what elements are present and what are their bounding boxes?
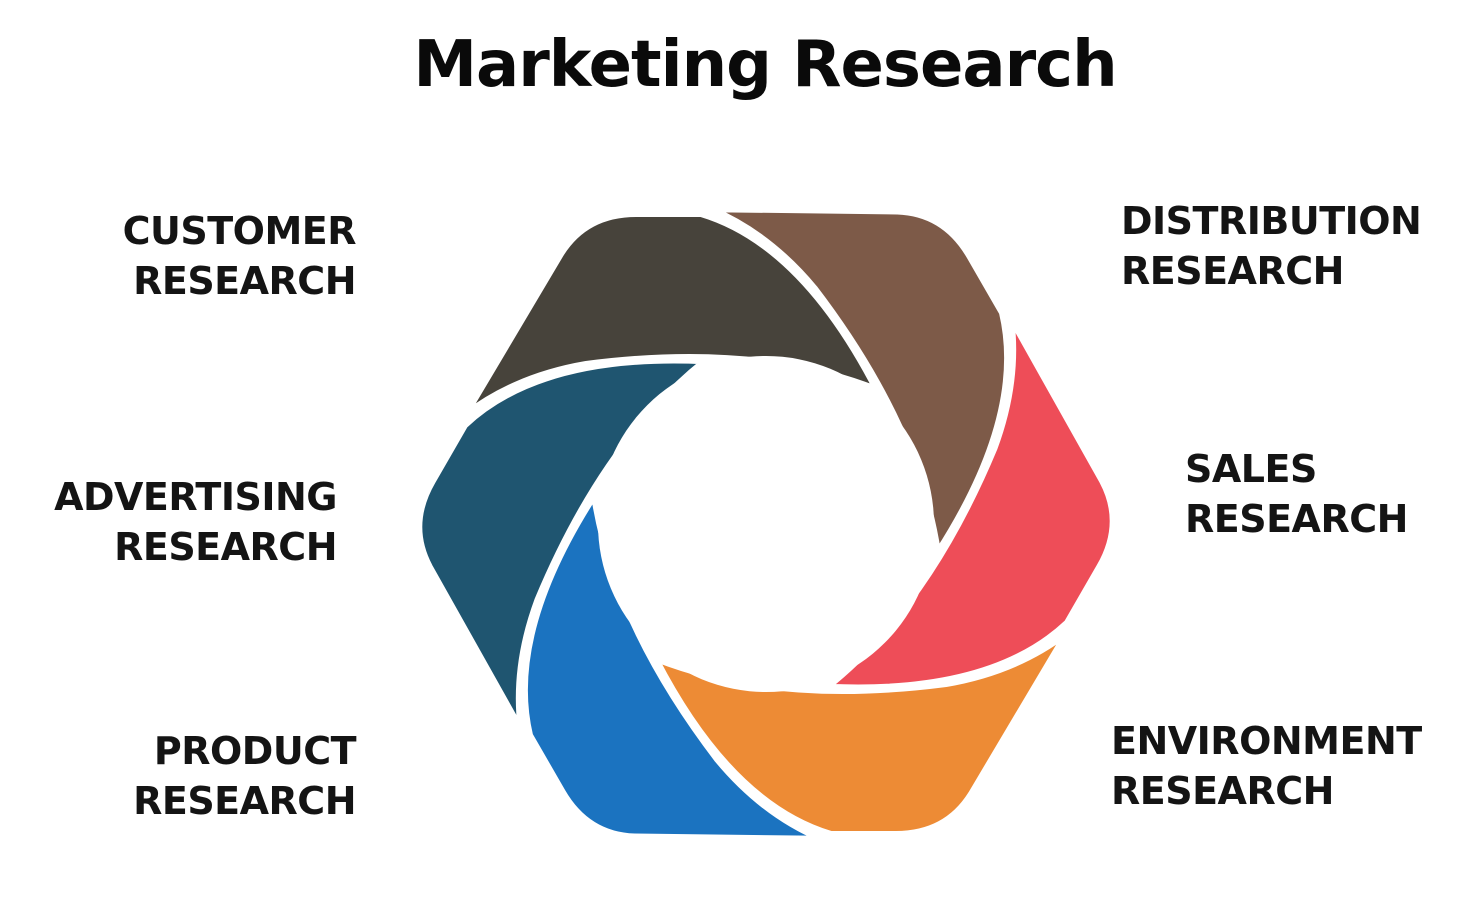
wheel-center [598, 356, 934, 692]
segment-distribution [708, 206, 1011, 555]
label-line: RESEARCH [133, 779, 356, 823]
label-line: PRODUCT [153, 729, 357, 773]
label-product-research: PRODUCT RESEARCH [133, 726, 356, 826]
label-line: RESEARCH [1185, 497, 1408, 541]
label-environment-research: ENVIRONMENT RESEARCH [1111, 716, 1422, 816]
label-line: DISTRIBUTION [1121, 199, 1422, 243]
label-line: RESEARCH [133, 259, 356, 303]
label-line: ENVIRONMENT [1111, 719, 1422, 763]
label-advertising-research: ADVERTISING RESEARCH [54, 472, 337, 572]
label-line: RESEARCH [1111, 769, 1334, 813]
label-line: CUSTOMER [122, 209, 357, 253]
label-line: SALES [1185, 447, 1317, 491]
diagram-title: Marketing Research [413, 28, 1117, 102]
label-customer-research: CUSTOMER RESEARCH [122, 206, 357, 306]
label-sales-research: SALES RESEARCH [1185, 444, 1408, 544]
segment-environment [653, 631, 1069, 837]
segment-advertising [416, 357, 708, 732]
segment-product [521, 493, 824, 842]
label-line: ADVERTISING [54, 475, 337, 519]
label-line: RESEARCH [1121, 249, 1344, 293]
label-distribution-research: DISTRIBUTION RESEARCH [1121, 196, 1422, 296]
segment-sales [824, 316, 1116, 691]
segment-customer [463, 211, 879, 417]
label-line: RESEARCH [114, 525, 337, 569]
